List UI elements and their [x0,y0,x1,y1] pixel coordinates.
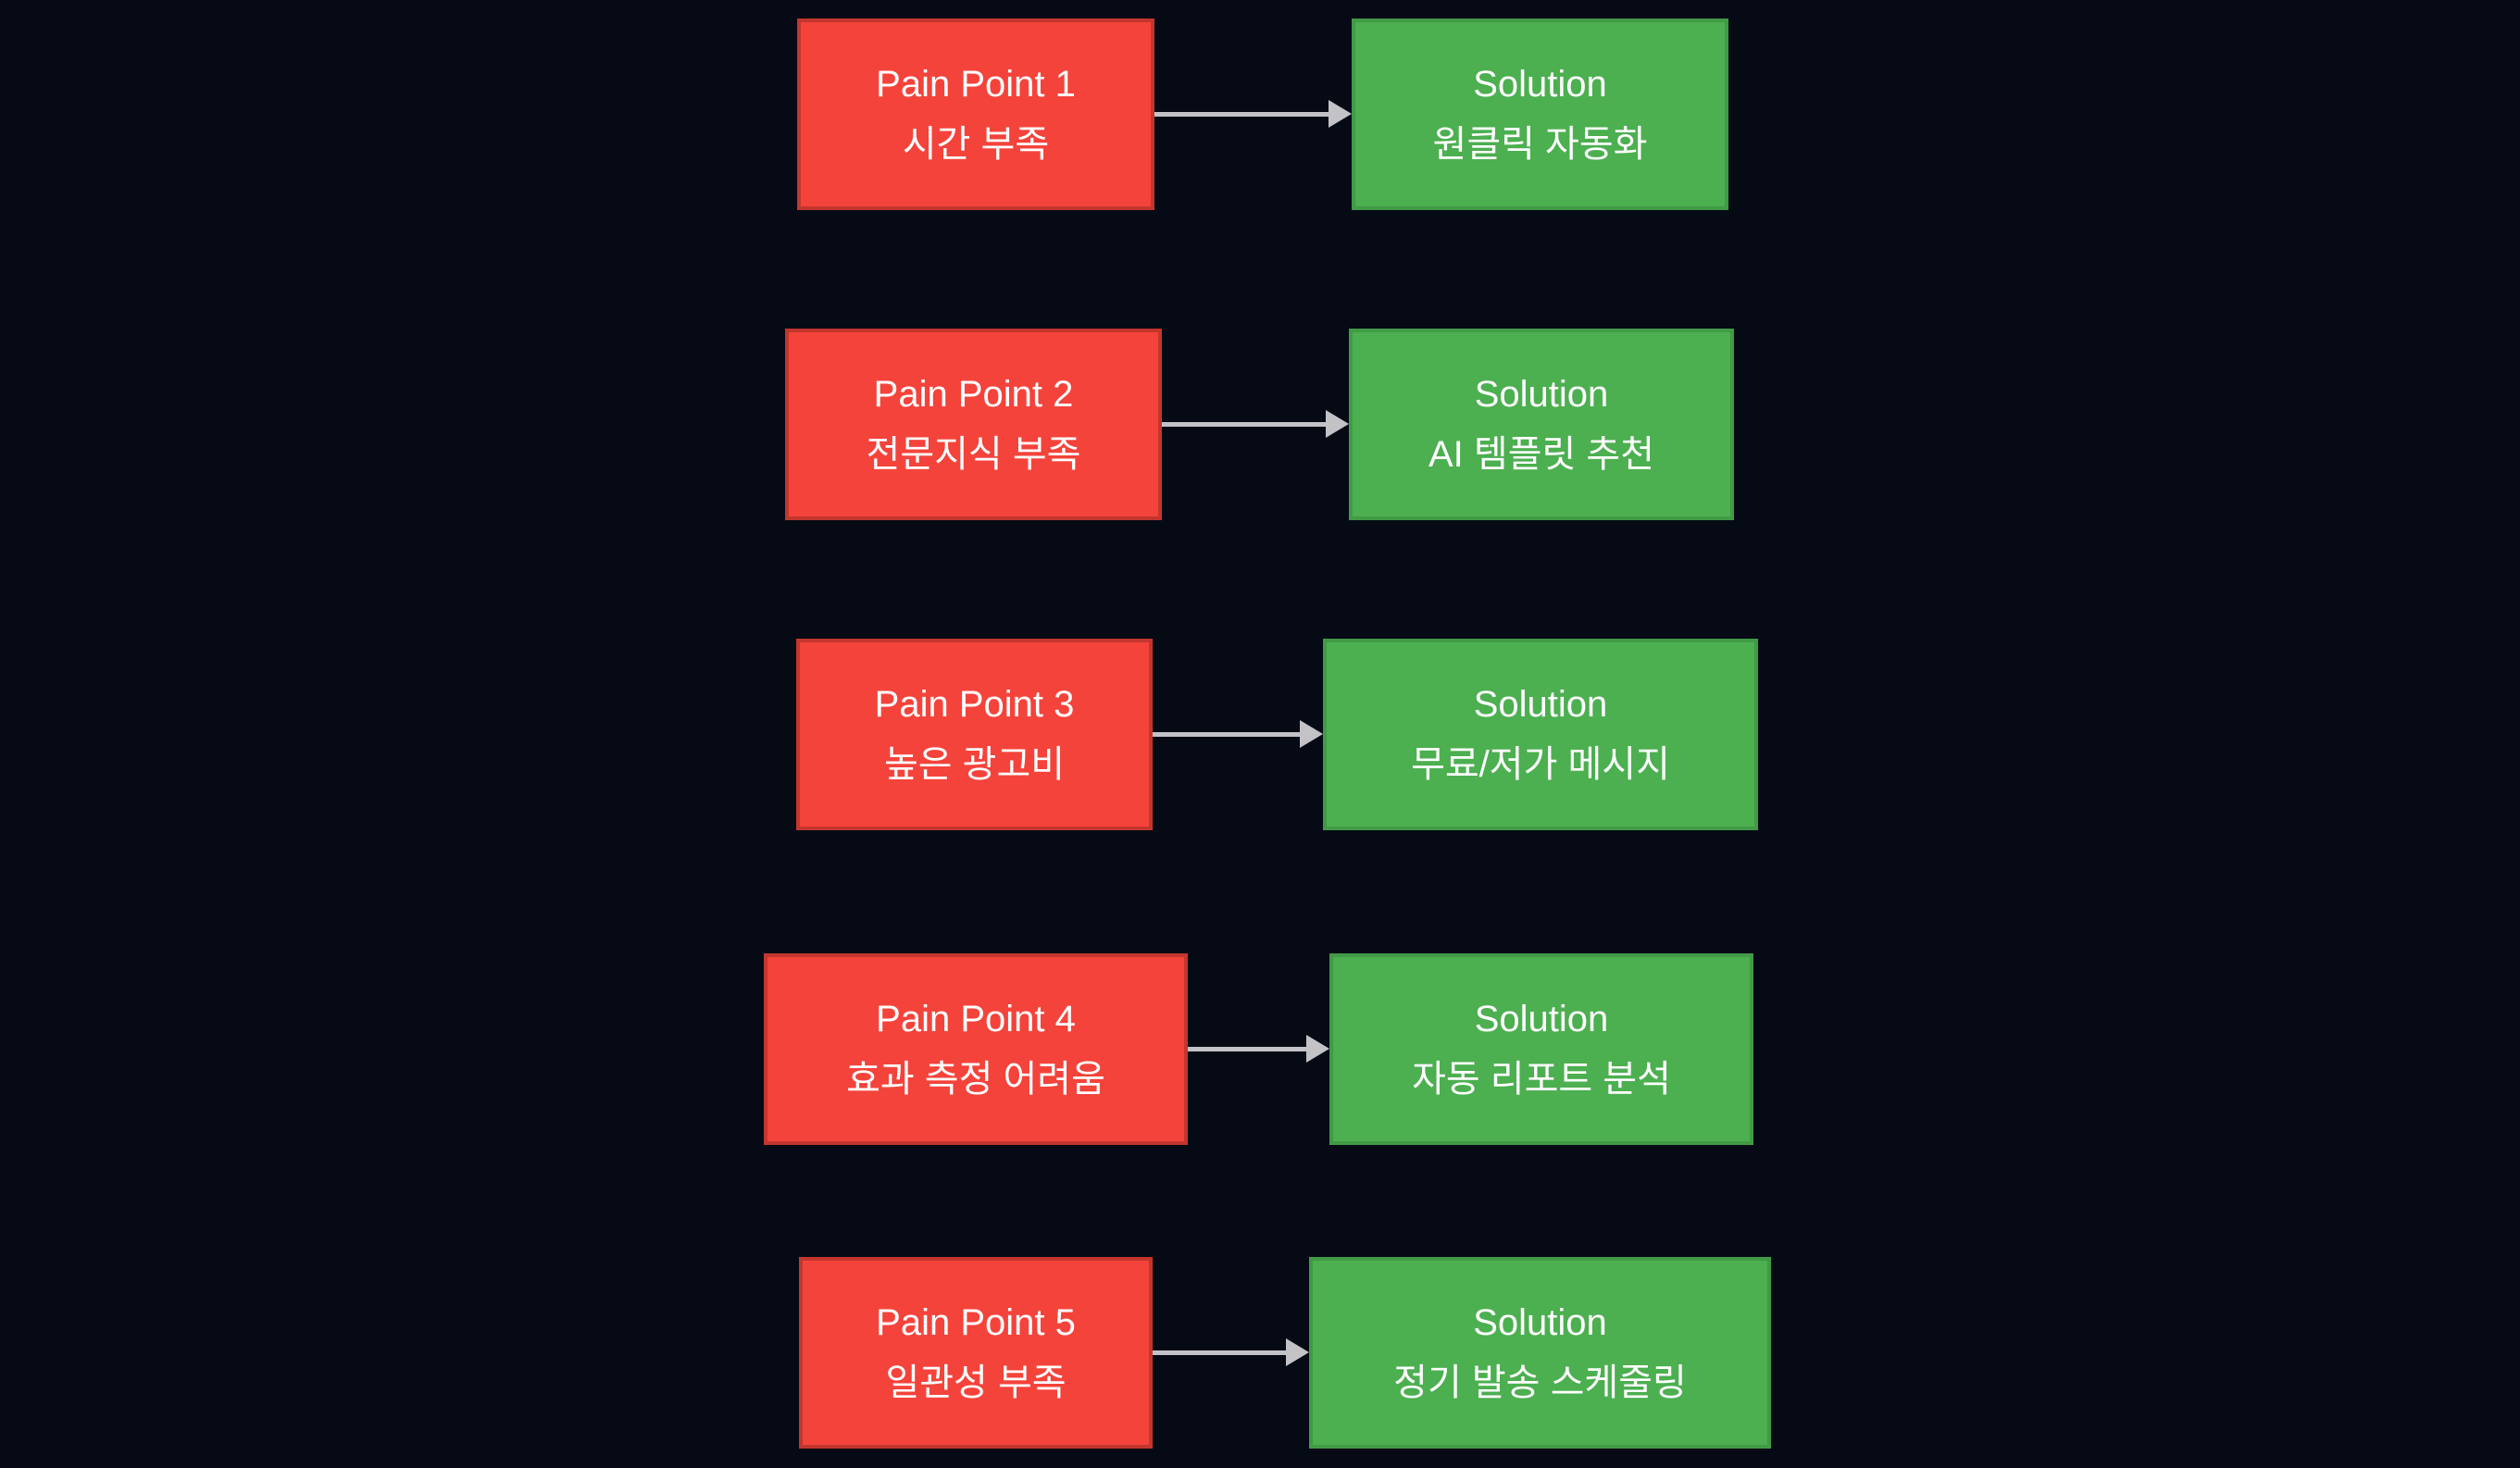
pain-point-label: 일관성 부족 [885,1362,1067,1403]
solution-box: Solution 자동 리포트 분석 [1329,953,1753,1145]
pain-point-label: 전문지식 부족 [866,433,1081,475]
pain-point-title: Pain Point 2 [873,373,1074,415]
arrow-shaft [1162,422,1330,427]
arrow-right-icon [1188,1035,1329,1063]
pain-point-box: Pain Point 2 전문지식 부족 [785,329,1162,520]
pain-point-label: 시간 부족 [902,123,1050,165]
solution-title: Solution [1473,683,1608,725]
solution-title: Solution [1473,63,1607,105]
solution-title: Solution [1474,373,1609,415]
arrow-head [1329,100,1352,128]
arrow-right-icon [1153,1338,1309,1366]
arrow-shaft [1153,732,1304,737]
solution-label: 자동 리포트 분석 [1412,1058,1671,1100]
solution-box: Solution 정기 발송 스케줄링 [1309,1257,1771,1449]
solution-title: Solution [1473,1301,1607,1343]
solution-label: 무료/저가 메시지 [1411,743,1670,785]
pain-point-title: Pain Point 4 [876,998,1076,1039]
mapping-row: Pain Point 1 시간 부족 Solution 원클릭 자동화 [0,19,2520,210]
arrow-head [1306,1035,1329,1063]
solution-label: AI 템플릿 추천 [1428,433,1655,475]
solution-label: 원클릭 자동화 [1432,123,1648,165]
arrow-head [1286,1338,1309,1366]
arrow-head [1326,410,1349,438]
pain-point-box: Pain Point 1 시간 부족 [797,19,1154,210]
arrow-right-icon [1154,100,1352,128]
solution-title: Solution [1474,998,1609,1039]
mapping-row: Pain Point 2 전문지식 부족 Solution AI 템플릿 추천 [0,329,2520,520]
pain-point-box: Pain Point 3 높은 광고비 [796,639,1153,830]
mapping-row: Pain Point 3 높은 광고비 Solution 무료/저가 메시지 [0,639,2520,830]
solution-box: Solution 원클릭 자동화 [1352,19,1728,210]
solution-label: 정기 발송 스케줄링 [1393,1362,1687,1403]
pain-point-title: Pain Point 5 [876,1301,1076,1343]
arrow-right-icon [1162,410,1349,438]
arrow-shaft [1153,1350,1291,1355]
arrow-head [1300,720,1323,748]
mapping-row: Pain Point 5 일관성 부족 Solution 정기 발송 스케줄링 [0,1257,2520,1449]
pain-point-label: 효과 측정 어려움 [846,1058,1105,1100]
solution-box: Solution 무료/저가 메시지 [1323,639,1758,830]
pain-point-title: Pain Point 1 [876,63,1076,105]
arrow-shaft [1188,1047,1311,1051]
pain-point-label: 높은 광고비 [883,743,1066,785]
pain-point-box: Pain Point 5 일관성 부족 [799,1257,1153,1449]
solution-box: Solution AI 템플릿 추천 [1349,329,1734,520]
pain-point-box: Pain Point 4 효과 측정 어려움 [764,953,1188,1145]
mapping-row: Pain Point 4 효과 측정 어려움 Solution 자동 리포트 분… [0,953,2520,1145]
arrow-shaft [1154,112,1333,117]
pain-point-title: Pain Point 3 [874,683,1075,725]
arrow-right-icon [1153,720,1323,748]
